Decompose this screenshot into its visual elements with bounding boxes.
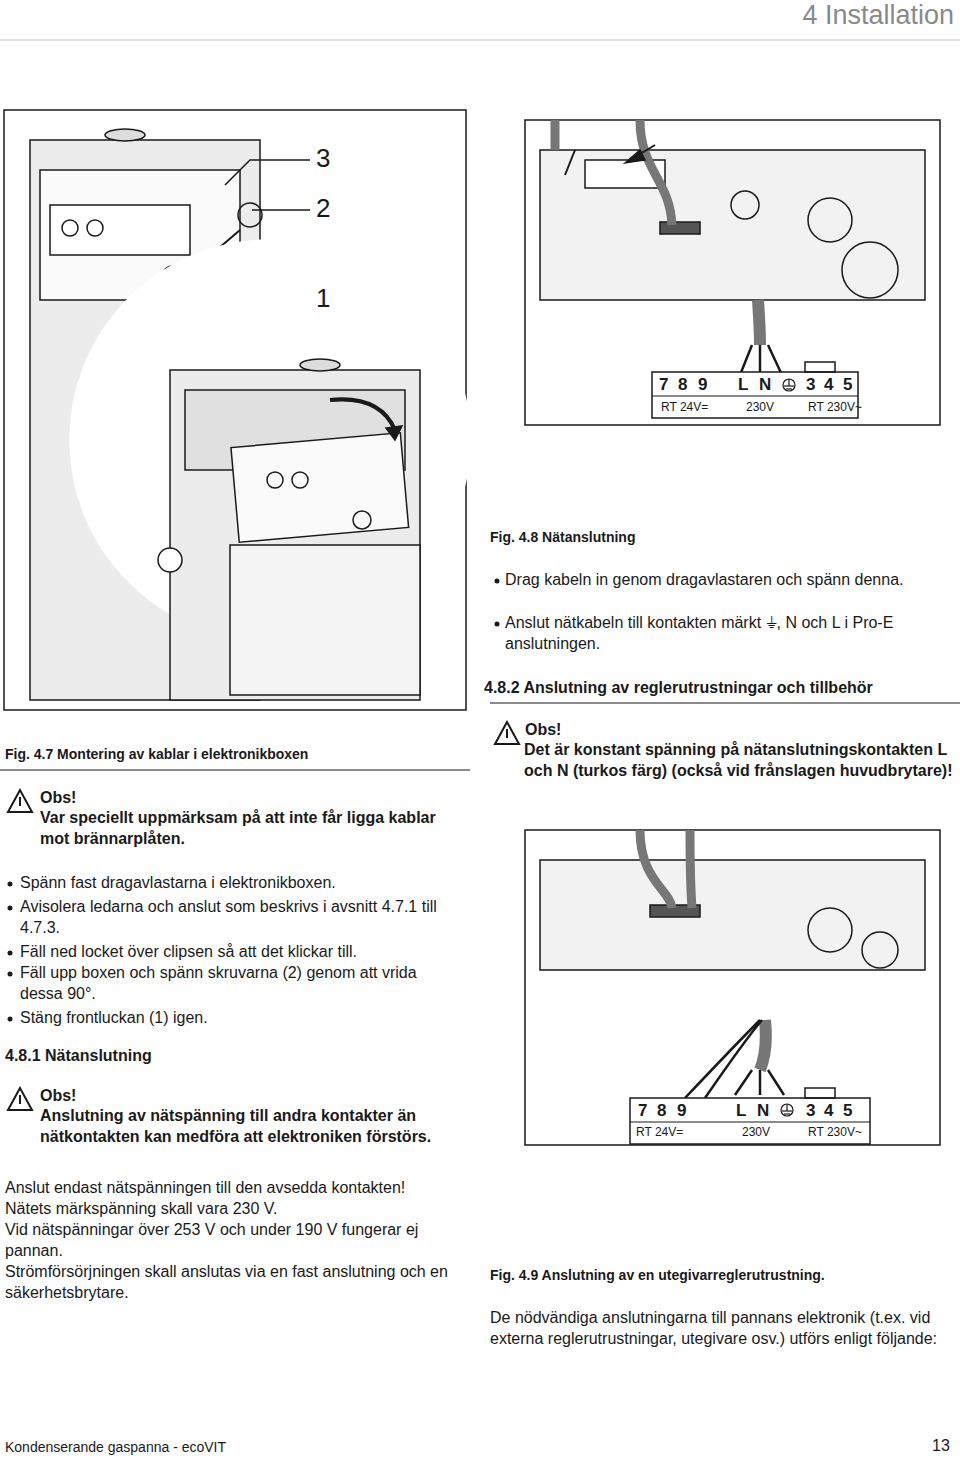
pin-name: 4 bbox=[824, 374, 833, 396]
callout-number: 1 bbox=[316, 282, 330, 316]
pin-name: 8 bbox=[657, 1100, 666, 1122]
pin-name: 9 bbox=[698, 374, 707, 396]
section-heading: 4.8.1 Nätanslutning bbox=[5, 1046, 152, 1067]
bullet-text: Anslut nätkabeln till kontakten märkt ⏚,… bbox=[505, 613, 935, 655]
note-heading: Obs! bbox=[40, 788, 76, 809]
pin-name: 7 bbox=[659, 374, 668, 396]
body-text: Nätets märkspänning skall vara 230 V. bbox=[5, 1199, 475, 1220]
pin-name: N bbox=[757, 1100, 769, 1122]
note-text: Anslutning av nätspänning till andra kon… bbox=[40, 1106, 465, 1148]
body-text: De nödvändiga anslutningarna till pannan… bbox=[490, 1308, 940, 1350]
pin-name: 3 bbox=[806, 1100, 815, 1122]
note-text: Det är konstant spänning på nätanslutnin… bbox=[524, 740, 954, 782]
pin-name: 9 bbox=[677, 1100, 686, 1122]
bullet-text: Spänn fast dragavlastarna i elektronikbo… bbox=[20, 873, 460, 894]
pin-name: 4 bbox=[824, 1100, 833, 1122]
pin-name: 3 bbox=[806, 374, 815, 396]
section-heading: 4.8.2 Anslutning av reglerutrustningar o… bbox=[484, 678, 954, 699]
signal-name: 230V bbox=[742, 1125, 770, 1141]
note-heading: Obs! bbox=[40, 1086, 76, 1107]
signal-name: RT 230V~ bbox=[808, 400, 862, 416]
page-header: 4 Installation bbox=[802, 0, 954, 33]
figure-caption: Fig. 4.8 Nätanslutning bbox=[490, 528, 635, 546]
bullet-text: Drag kabeln in genom dragavlastaren och … bbox=[505, 570, 935, 591]
signal-name: RT 230V~ bbox=[808, 1125, 862, 1141]
signal-name: RT 24V= bbox=[636, 1125, 683, 1141]
bullet-text: Avisolera ledarna och anslut som beskriv… bbox=[20, 897, 460, 939]
signal-name: 230V bbox=[746, 400, 774, 416]
bullet-text: Fäll upp boxen och spänn skruvarna (2) g… bbox=[20, 963, 460, 1005]
body-text: Strömförsörjningen skall anslutas via en… bbox=[5, 1262, 475, 1304]
body-text: Vid nätspänningar över 253 V och under 1… bbox=[5, 1220, 475, 1262]
note-text: Var speciellt uppmärksam på att inte får… bbox=[40, 808, 460, 850]
pin-name: 5 bbox=[843, 374, 852, 396]
footer-text: Kondenserande gaspanna - ecoVIT bbox=[5, 1438, 226, 1456]
pin-name: 8 bbox=[678, 374, 687, 396]
pin-name: 7 bbox=[638, 1100, 647, 1122]
callout-number: 2 bbox=[316, 192, 330, 226]
pin-name: N bbox=[759, 374, 771, 396]
callout-number: 3 bbox=[316, 142, 330, 176]
page-number: 13 bbox=[932, 1436, 950, 1457]
signal-name: RT 24V= bbox=[661, 400, 708, 416]
pin-name: L bbox=[738, 374, 748, 396]
figure-caption: Fig. 4.9 Anslutning av en utegivarregler… bbox=[490, 1266, 950, 1284]
bullet-text: Fäll ned locket över clipsen så att det … bbox=[20, 942, 460, 963]
note-heading: Obs! bbox=[525, 720, 561, 741]
pin-name: 5 bbox=[843, 1100, 852, 1122]
figure-caption: Fig. 4.7 Montering av kablar i elektroni… bbox=[5, 745, 308, 763]
pin-name: L bbox=[736, 1100, 746, 1122]
bullet-text: Stäng frontluckan (1) igen. bbox=[20, 1008, 460, 1029]
body-text: Anslut endast nätspänningen till den avs… bbox=[5, 1178, 475, 1199]
